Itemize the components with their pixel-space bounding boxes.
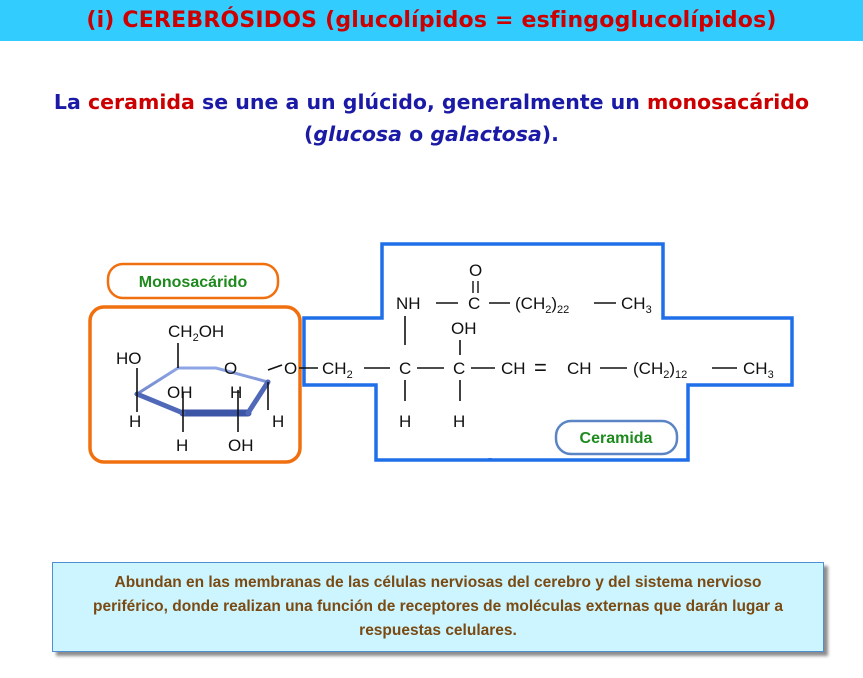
ceramide-label-box: [554, 419, 679, 456]
h-bottom: H: [176, 436, 188, 455]
monosaccharide-outline: [88, 305, 302, 464]
intro-paren-open: (: [304, 122, 314, 146]
intro-galactosa: galactosa: [430, 122, 542, 146]
intro-line-2: (glucosa o galactosa).: [0, 118, 863, 150]
ceramide-chain: NH O C (CH2)22 CH3 OH CH2 C C CH = CH (C…: [299, 261, 774, 431]
ceramide-label: Ceramida: [580, 430, 653, 447]
ch2-12-group: (CH2)12: [633, 359, 687, 381]
intro-ceramida: ceramida: [87, 90, 195, 114]
intro-glucosa: glucosa: [313, 122, 402, 146]
h-left: H: [129, 412, 141, 431]
carbonyl-oxygen: O: [469, 261, 482, 280]
carbon-2: C: [453, 359, 465, 378]
intro-monosacarido: monosacárido: [647, 90, 810, 114]
h-1: H: [399, 412, 411, 431]
ceramide-outline: [302, 242, 794, 462]
oh-bottom: OH: [228, 436, 254, 455]
carbonyl-carbon: C: [468, 294, 480, 313]
h-right: H: [272, 412, 284, 431]
ch-b: CH: [567, 359, 592, 378]
h-2: H: [453, 412, 465, 431]
intro-part1: La: [53, 90, 88, 114]
ho-group: HO: [116, 349, 142, 368]
ch3-main: CH3: [743, 359, 774, 381]
ch2-22-group: (CH2)22: [515, 294, 569, 316]
carbon-1: C: [399, 359, 411, 378]
page-title: (i) CEREBRÓSIDOS (glucolípidos = esfingo…: [86, 8, 777, 33]
note-box: Abundan en las membranas de las células …: [52, 562, 824, 652]
note-text: Abundan en las membranas de las células …: [93, 574, 783, 639]
intro-o: o: [401, 122, 431, 146]
ch3-top: CH3: [621, 294, 652, 316]
nh-group: NH: [396, 294, 421, 313]
glycosidic-oxygen: O: [284, 359, 297, 378]
ch2oh-group: CH2OH: [168, 322, 224, 344]
intro-paren-close: ).: [541, 122, 559, 146]
double-bond: =: [534, 355, 547, 380]
title-bar: (i) CEREBRÓSIDOS (glucolípidos = esfingo…: [0, 0, 863, 41]
oh-group: OH: [451, 319, 477, 338]
h-inner: H: [230, 383, 242, 402]
intro-line-1: La ceramida se une a un glúcido, general…: [0, 86, 863, 118]
sugar-ring: CH2OH O HO OH H H H H OH O: [116, 322, 297, 455]
monosaccharide-label-box: [106, 262, 280, 300]
ch-a: CH: [501, 359, 526, 378]
oh-inner: OH: [167, 383, 193, 402]
intro-text: La ceramida se une a un glúcido, general…: [0, 86, 863, 150]
intro-part2: se une a un glúcido, generalmente un: [194, 90, 648, 114]
ch2-group: CH2: [322, 359, 353, 381]
monosaccharide-label: Monosacárido: [139, 274, 248, 291]
ring-oxygen: O: [224, 359, 237, 378]
